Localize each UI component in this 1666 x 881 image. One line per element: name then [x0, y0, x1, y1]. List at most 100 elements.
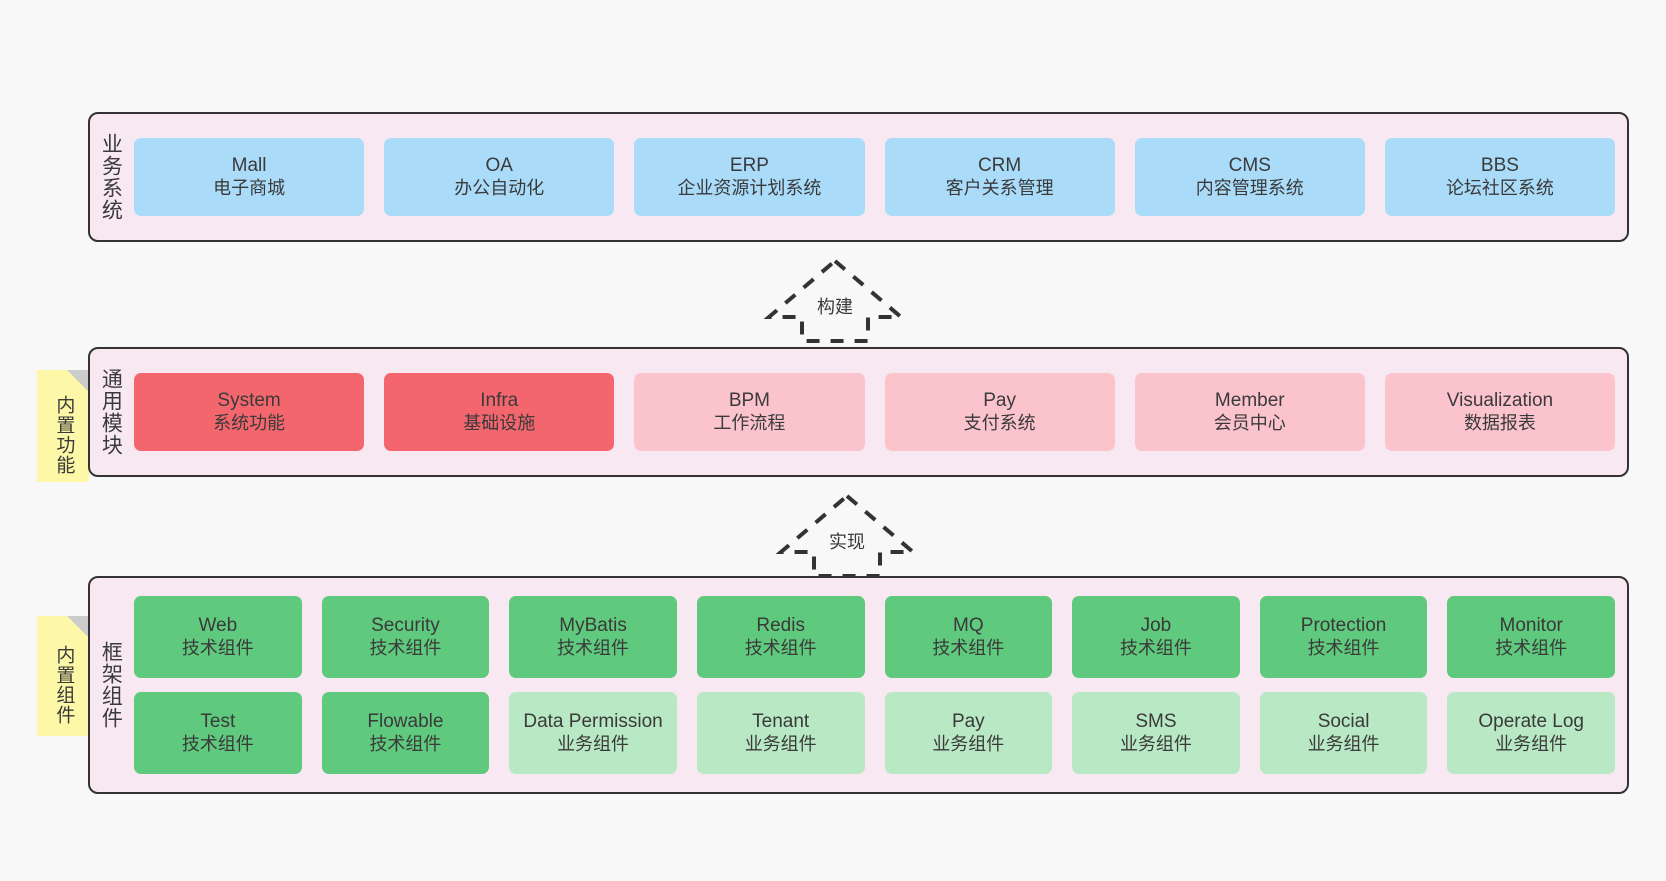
- card-web[interactable]: Web 技术组件: [134, 596, 302, 678]
- band-body-framework-components: Web 技术组件 Security 技术组件 MyBatis 技术组件 Redi…: [130, 578, 1627, 792]
- framework-biz-row: Test 技术组件 Flowable 技术组件 Data Permission …: [134, 692, 1615, 774]
- band-label-framework-components: 框架组件: [99, 641, 123, 729]
- card-title-cn: 技术组件: [181, 637, 254, 658]
- card-mybatis[interactable]: MyBatis 技术组件: [509, 596, 677, 678]
- card-mall[interactable]: Mall 电子商城: [134, 138, 365, 216]
- band-common-modules: 通用模块 System 系统功能 Infra 基础设施 BPM 工作流程 Pay: [88, 347, 1629, 477]
- card-title-en: BPM: [728, 390, 771, 412]
- card-monitor[interactable]: Monitor 技术组件: [1447, 596, 1615, 678]
- note-builtin-features: 内置功能: [37, 370, 89, 482]
- card-title-cn: 技术组件: [1307, 637, 1380, 658]
- card-title-cn: 论坛社区系统: [1445, 177, 1554, 198]
- card-title-en: CMS: [1228, 155, 1271, 177]
- card-title-en: Visualization: [1446, 390, 1554, 412]
- card-title-en: OA: [485, 155, 513, 177]
- card-title-cn: 技术组件: [369, 733, 442, 754]
- card-flowable[interactable]: Flowable 技术组件: [321, 692, 490, 774]
- card-title-cn: 工作流程: [713, 412, 786, 433]
- card-pay-biz[interactable]: Pay 业务组件: [884, 692, 1053, 774]
- card-title-en: Flowable: [367, 711, 444, 733]
- common-modules-row: System 系统功能 Infra 基础设施 BPM 工作流程 Pay 支付系统…: [134, 373, 1616, 451]
- card-bpm[interactable]: BPM 工作流程: [634, 373, 865, 451]
- card-title-cn: 技术组件: [1495, 637, 1568, 658]
- card-cms[interactable]: CMS 内容管理系统: [1134, 138, 1365, 216]
- card-title-cn: 业务组件: [1307, 733, 1380, 754]
- card-social[interactable]: Social 业务组件: [1259, 692, 1428, 774]
- note-builtin-components: 内置组件: [37, 616, 89, 736]
- card-title-en: Test: [200, 711, 236, 733]
- card-title-en: MQ: [953, 615, 984, 637]
- band-body-business-systems: Mall 电子商城 OA 办公自动化 ERP 企业资源计划系统 CRM 客户关系…: [130, 114, 1627, 240]
- card-title-cn: 业务组件: [1495, 733, 1568, 754]
- card-bbs[interactable]: BBS 论坛社区系统: [1384, 138, 1616, 216]
- card-title-cn: 技术组件: [932, 637, 1005, 658]
- card-member[interactable]: Member 会员中心: [1134, 373, 1365, 451]
- business-systems-row: Mall 电子商城 OA 办公自动化 ERP 企业资源计划系统 CRM 客户关系…: [134, 138, 1616, 216]
- card-title-en: Pay: [951, 711, 985, 733]
- card-title-cn: 技术组件: [744, 637, 817, 658]
- band-business-systems: 业务系统 Mall 电子商城 OA 办公自动化 ERP 企业资源计划系统 CRM: [88, 112, 1629, 242]
- card-crm[interactable]: CRM 客户关系管理: [884, 138, 1115, 216]
- note-fold-corner-icon: [67, 616, 89, 638]
- card-title-en: Mall: [231, 155, 267, 177]
- card-job[interactable]: Job 技术组件: [1072, 596, 1240, 678]
- arrow-label-implement: 实现: [829, 532, 865, 552]
- card-title-cn: 企业资源计划系统: [677, 177, 822, 198]
- card-title-en: CRM: [977, 155, 1022, 177]
- card-title-cn: 技术组件: [1119, 637, 1192, 658]
- card-pay[interactable]: Pay 支付系统: [884, 373, 1115, 451]
- band-framework-components: 框架组件 Web 技术组件 Security 技术组件 MyBatis 技术组件…: [88, 576, 1629, 794]
- card-visualization[interactable]: Visualization 数据报表: [1384, 373, 1616, 451]
- note-fold-corner-icon: [67, 370, 89, 392]
- card-title-en: Member: [1214, 390, 1285, 412]
- card-oa[interactable]: OA 办公自动化: [384, 138, 615, 216]
- card-tenant[interactable]: Tenant 业务组件: [696, 692, 865, 774]
- arrow-build-up: 构建: [760, 255, 910, 345]
- card-title-cn: 业务组件: [932, 733, 1005, 754]
- card-title-en: System: [217, 390, 281, 412]
- card-title-en: BBS: [1480, 155, 1519, 177]
- card-mq[interactable]: MQ 技术组件: [884, 596, 1053, 678]
- card-sms[interactable]: SMS 业务组件: [1072, 692, 1240, 774]
- card-title-en: Security: [371, 615, 440, 637]
- arrow-label-build: 构建: [817, 297, 853, 317]
- card-protection[interactable]: Protection 技术组件: [1259, 596, 1428, 678]
- card-operate-log[interactable]: Operate Log 业务组件: [1447, 692, 1615, 774]
- band-body-common-modules: System 系统功能 Infra 基础设施 BPM 工作流程 Pay 支付系统…: [130, 349, 1627, 475]
- card-title-cn: 系统功能: [213, 412, 286, 433]
- card-title-cn: 支付系统: [963, 412, 1036, 433]
- card-erp[interactable]: ERP 企业资源计划系统: [634, 138, 865, 216]
- card-title-en: Tenant: [752, 711, 810, 733]
- band-label-common-modules: 通用模块: [99, 368, 123, 456]
- card-data-permission[interactable]: Data Permission 业务组件: [509, 692, 677, 774]
- card-infra[interactable]: Infra 基础设施: [384, 373, 615, 451]
- card-title-en: ERP: [729, 155, 769, 177]
- card-title-en: Infra: [480, 390, 519, 412]
- card-title-en: Social: [1317, 711, 1370, 733]
- card-title-en: SMS: [1135, 711, 1177, 733]
- card-title-cn: 业务组件: [1119, 733, 1192, 754]
- card-system[interactable]: System 系统功能: [134, 373, 365, 451]
- card-security[interactable]: Security 技术组件: [321, 596, 490, 678]
- card-title-cn: 会员中心: [1213, 412, 1286, 433]
- card-title-cn: 业务组件: [557, 733, 630, 754]
- card-title-cn: 内容管理系统: [1195, 177, 1304, 198]
- card-title-en: Redis: [756, 615, 805, 637]
- framework-tech-row: Web 技术组件 Security 技术组件 MyBatis 技术组件 Redi…: [134, 596, 1615, 678]
- card-title-cn: 基础设施: [463, 412, 536, 433]
- card-title-cn: 办公自动化: [454, 177, 545, 198]
- card-title-cn: 数据报表: [1463, 412, 1536, 433]
- card-title-cn: 业务组件: [744, 733, 817, 754]
- card-title-cn: 技术组件: [181, 733, 254, 754]
- card-title-en: Pay: [983, 390, 1016, 412]
- note-label: 内置功能: [53, 395, 75, 475]
- card-title-en: MyBatis: [559, 615, 627, 637]
- card-title-en: Monitor: [1499, 615, 1563, 637]
- card-title-cn: 电子商城: [213, 177, 286, 198]
- card-title-cn: 技术组件: [369, 637, 442, 658]
- card-title-cn: 技术组件: [557, 637, 630, 658]
- card-redis[interactable]: Redis 技术组件: [696, 596, 865, 678]
- card-title-en: Job: [1140, 615, 1172, 637]
- card-test[interactable]: Test 技术组件: [134, 692, 302, 774]
